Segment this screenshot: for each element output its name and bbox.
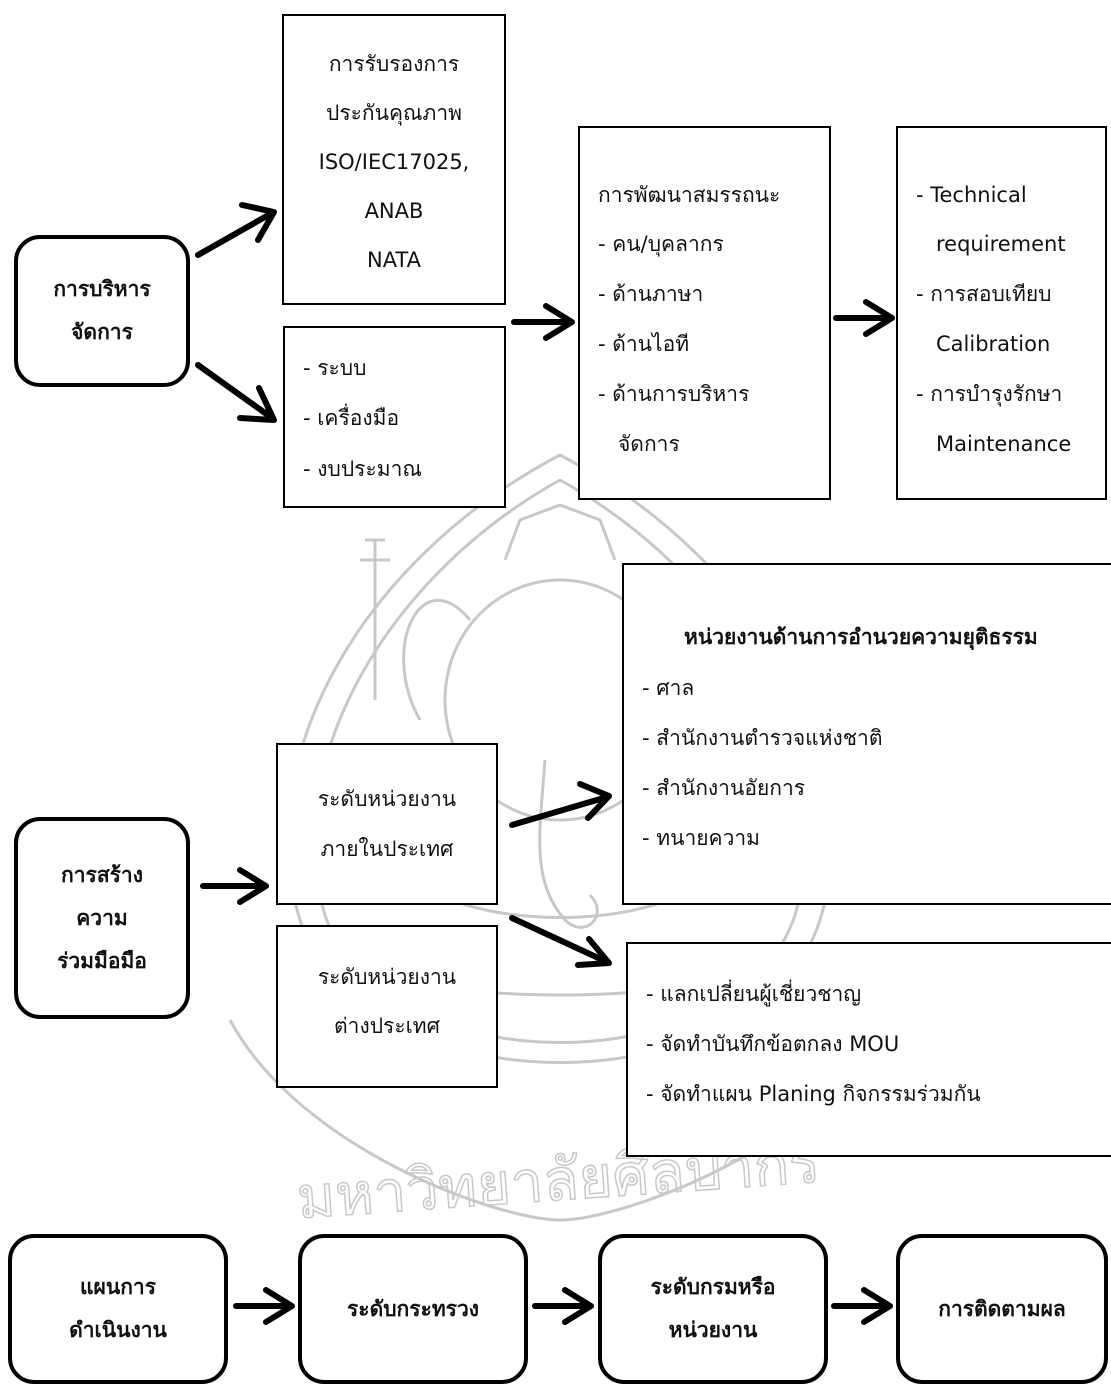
competency-line-5: - ด้านการบริหาร — [598, 382, 750, 406]
technical-line-3: - การสอบเทียบ — [916, 282, 1052, 306]
accreditation-box: การรับรองการ ประกันคุณภาพ ISO/IEC17025, … — [282, 14, 506, 305]
international-item-1: - แลกเปลี่ยนผู้เชี่ยวชาญ — [646, 982, 862, 1006]
arrow-to-technical — [833, 299, 895, 337]
competency-line-6: จัดการ — [618, 432, 680, 456]
technical-line-1: - Technical — [916, 183, 1027, 207]
resources-line-1: - ระบบ — [303, 356, 367, 380]
accreditation-line-1: การรับรองการ — [328, 52, 460, 76]
accreditation-line-4: ANAB — [364, 199, 424, 223]
technical-line-6: Maintenance — [936, 432, 1072, 456]
justice-item-1: - ศาล — [642, 676, 695, 700]
international-box: - แลกเปลี่ยนผู้เชี่ยวชาญ - จัดทำบันทึกข้… — [626, 942, 1111, 1157]
justice-item-3: - สำนักงานอัยการ — [642, 776, 806, 800]
domestic-line-1: ระดับหน่วยงาน — [317, 787, 457, 811]
competency-line-1: การพัฒนาสมรรถนะ — [598, 183, 781, 207]
department-label-2: หน่วยงาน — [668, 1318, 758, 1342]
department-label-1: ระดับกรมหรือ — [650, 1275, 776, 1299]
cooperation-label-2: ความ — [76, 905, 128, 930]
arrow-to-department — [532, 1287, 594, 1325]
cooperation-label-1: การสร้าง — [61, 862, 143, 887]
technical-line-4: Calibration — [936, 332, 1051, 356]
resources-line-3: - งบประมาณ — [303, 457, 422, 481]
competency-line-4: - ด้านไอที — [598, 332, 690, 356]
arrow-to-international — [509, 915, 612, 968]
management-label-2: จัดการ — [71, 320, 133, 344]
arrow-to-resources — [195, 362, 277, 423]
foreign-line-2: ต่างประเทศ — [334, 1014, 440, 1038]
justice-box: หน่วยงานด้านการอำนวยความยุติธรรม - ศาล -… — [622, 563, 1111, 905]
cooperation-label-3: ร่วมมือมือ — [57, 948, 147, 973]
competency-box: การพัฒนาสมรรถนะ - คน/บุคลากร - ด้านภาษา … — [578, 126, 831, 500]
foreign-line-1: ระดับหน่วยงาน — [317, 965, 457, 989]
technical-line-2: requirement — [936, 232, 1066, 256]
justice-title: หน่วยงานด้านการอำนวยความยุติธรรม — [684, 625, 1038, 649]
plan-box: แผนการ ดำเนินงาน — [8, 1234, 228, 1384]
monitor-box: การติดตามผล — [896, 1234, 1108, 1384]
international-item-3: - จัดทำแผน Planing กิจกรรมร่วมกัน — [646, 1082, 981, 1106]
technical-line-5: - การบำรุงรักษา — [916, 382, 1063, 406]
management-label-1: การบริหาร — [53, 277, 151, 301]
resources-line-2: - เครื่องมือ — [303, 406, 400, 430]
arrow-to-monitor — [831, 1287, 893, 1325]
ministry-label: ระดับกระทรวง — [347, 1296, 479, 1321]
accreditation-line-2: ประกันคุณภาพ — [326, 101, 462, 125]
plan-label-2: ดำเนินงาน — [69, 1318, 167, 1342]
monitor-label: การติดตามผล — [938, 1296, 1066, 1321]
arrow-to-accreditation — [195, 202, 277, 258]
justice-item-2: - สำนักงานตำรวจแห่งชาติ — [642, 726, 883, 750]
arrow-to-justice — [509, 781, 612, 828]
domestic-box: ระดับหน่วยงาน ภายในประเทศ — [276, 743, 498, 905]
arrow-to-competency — [511, 303, 575, 341]
accreditation-line-5: NATA — [366, 248, 421, 272]
arrow-to-partners — [200, 867, 269, 905]
technical-box: - Technical requirement - การสอบเทียบ Ca… — [896, 126, 1107, 500]
cooperation-box: การสร้าง ความ ร่วมมือมือ — [14, 817, 190, 1019]
plan-label-1: แผนการ — [80, 1275, 156, 1299]
competency-line-3: - ด้านภาษา — [598, 282, 704, 306]
arrow-to-ministry — [233, 1287, 295, 1325]
competency-line-2: - คน/บุคลากร — [598, 232, 724, 256]
management-box: การบริหาร จัดการ — [14, 235, 190, 387]
domestic-line-2: ภายในประเทศ — [320, 837, 454, 861]
foreign-box: ระดับหน่วยงาน ต่างประเทศ — [276, 925, 498, 1088]
resources-box: - ระบบ - เครื่องมือ - งบประมาณ — [283, 326, 506, 508]
department-box: ระดับกรมหรือ หน่วยงาน — [598, 1234, 828, 1384]
ministry-box: ระดับกระทรวง — [298, 1234, 528, 1384]
international-item-2: - จัดทำบันทึกข้อตกลง MOU — [646, 1032, 900, 1056]
accreditation-line-3: ISO/IEC17025, — [318, 150, 470, 174]
justice-item-4: - ทนายความ — [642, 826, 761, 850]
